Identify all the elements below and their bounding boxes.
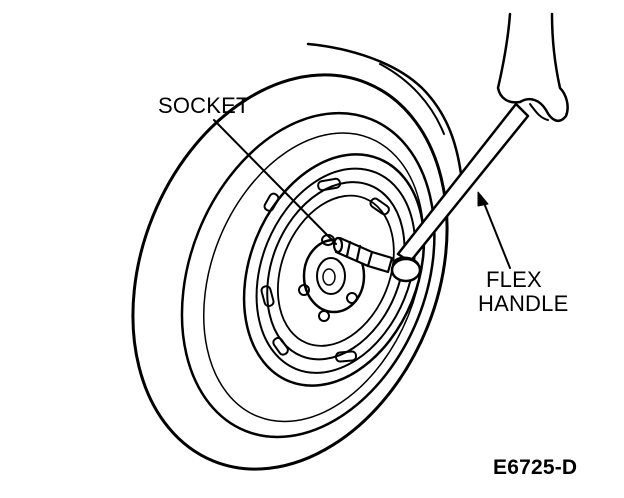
lug-nut <box>298 284 310 296</box>
flex-handle <box>390 102 530 283</box>
tire <box>131 73 449 471</box>
lug-nut <box>318 310 330 322</box>
lug-nut <box>346 292 358 304</box>
figure-code: E6725-D <box>493 456 578 479</box>
hand-finger <box>529 103 549 121</box>
hand-outline <box>496 12 569 123</box>
tire-outer <box>131 73 449 471</box>
socket-label: SOCKET <box>158 93 250 118</box>
flex-handle-leader <box>481 197 511 269</box>
flex-handle-arrowhead <box>477 191 489 207</box>
rim-slot <box>272 336 289 356</box>
rim-slot <box>260 285 275 308</box>
rim-slot <box>369 197 390 216</box>
socket-leader <box>213 119 337 245</box>
rim-slot <box>335 350 358 363</box>
fender-outline <box>306 42 464 184</box>
rim-slot <box>263 192 280 212</box>
rim-ring-3 <box>266 181 406 361</box>
flex-handle-label-line2: HANDLE <box>478 291 569 316</box>
rim <box>242 153 426 387</box>
hub-center <box>322 268 336 286</box>
socket <box>332 236 394 274</box>
fender-edge <box>379 63 445 135</box>
flex-handle-label-line1: FLEX <box>486 267 542 292</box>
rim-outer <box>242 153 426 387</box>
hub-inner <box>316 257 346 295</box>
tire-sidewall-inner <box>202 132 425 423</box>
rim-ring-4 <box>276 194 395 347</box>
rim-ring-2 <box>255 167 417 374</box>
rim-slots <box>260 177 390 363</box>
rim-slot <box>317 177 342 192</box>
tire-sidewall <box>180 111 436 439</box>
